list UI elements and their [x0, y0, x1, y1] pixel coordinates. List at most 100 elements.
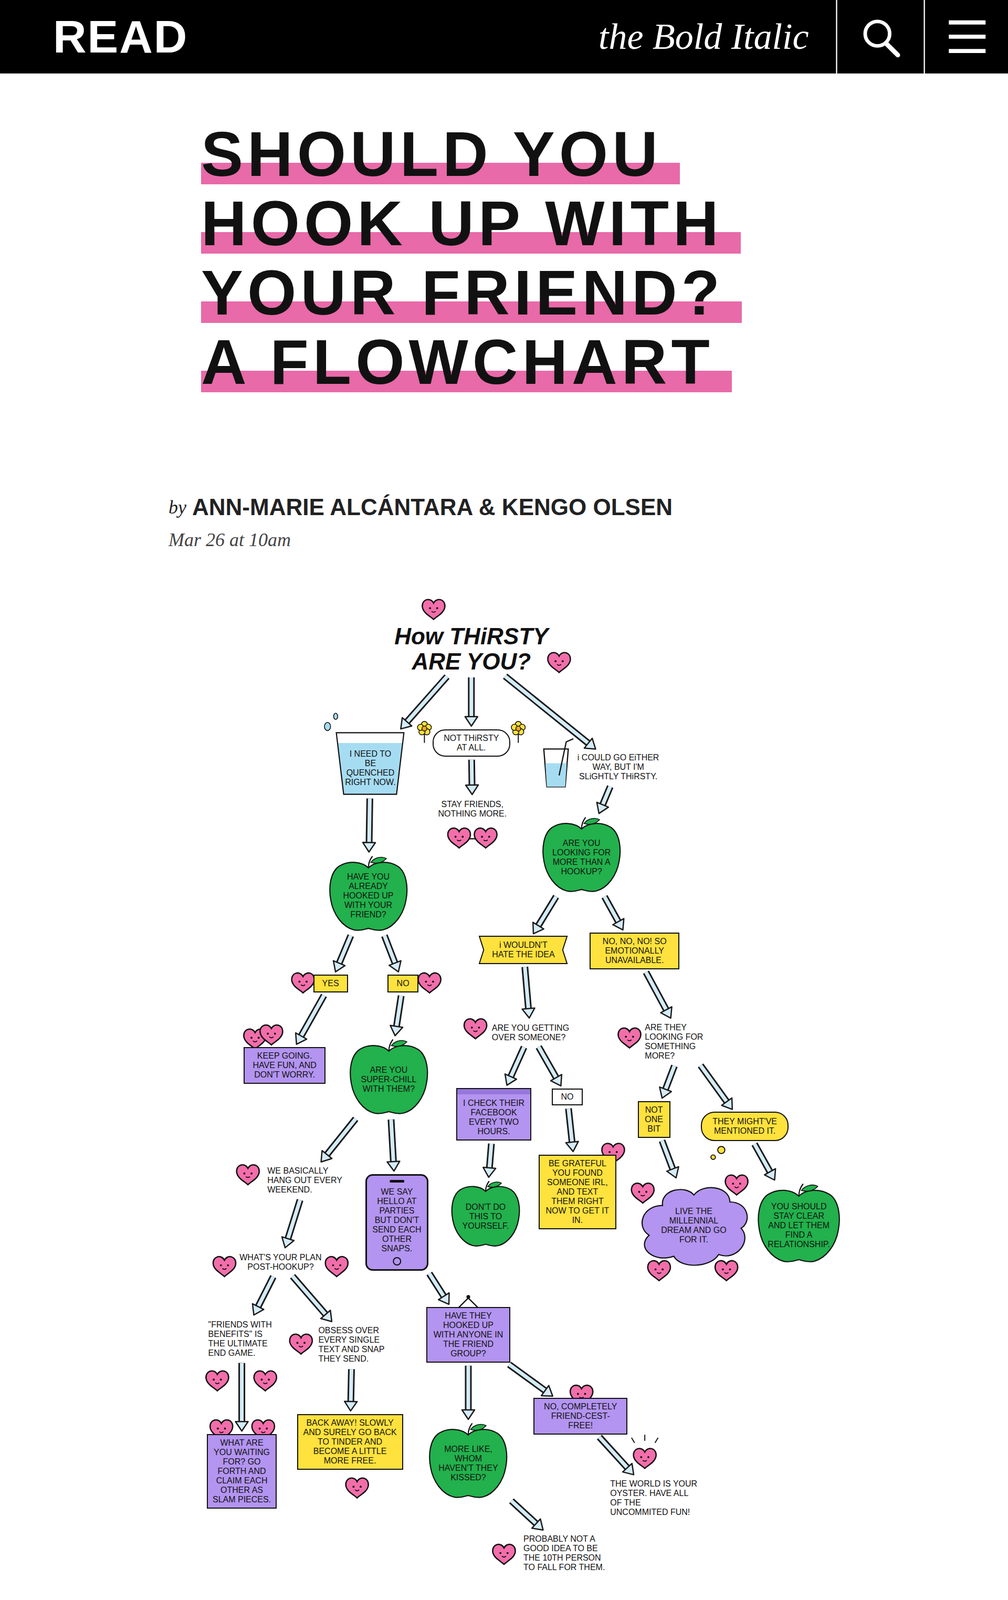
ribbon-body: [479, 936, 567, 964]
arrow-shaft: [509, 1363, 545, 1391]
flow-text: STAY FRIENDS, NOTHING MORE.: [429, 797, 516, 821]
node-text: LIVE THE MILLENNIAL DREAM AND GO FOR IT.: [656, 1206, 732, 1245]
flow-text: PROBABLY NOT A GOOD IDEA TO BE THE 10TH …: [521, 1531, 616, 1574]
yellow-box: NO: [387, 974, 418, 993]
node-text: NOT ONE BIT: [643, 1105, 666, 1134]
node-text: How THiRSTY ARE YOU?: [379, 623, 564, 675]
heart-character: [418, 972, 441, 993]
heart-character: [236, 1164, 260, 1185]
flower-icon: [511, 721, 525, 743]
apple-leaf: [487, 1181, 502, 1188]
purple-box: HAVE THEY HOOKED UP WITH ANYONE IN THE F…: [426, 1306, 510, 1363]
author-names: ANN-MARIE ALCÁNTARA & KENGO OLSEN: [192, 494, 673, 521]
node-text: OBSESS OVER EVERY SINGLE TEXT AND SNAP T…: [318, 1325, 386, 1364]
node-text: PROBABLY NOT A GOOD IDEA TO BE THE 10TH …: [523, 1534, 614, 1572]
arrow-shaft: [239, 1362, 244, 1422]
arrow-outline: [538, 896, 556, 926]
arrow-outline: [384, 935, 395, 963]
arrow-outline: [327, 1118, 356, 1155]
node-text: HAVE YOU ALREADY HOOKED UP WITH YOUR FRI…: [338, 872, 399, 920]
flow-arrow: [505, 1046, 524, 1086]
small-glass-water: [545, 763, 567, 787]
arrow-outline: [525, 966, 529, 1009]
publish-date: Mar 26 at 10am: [168, 526, 291, 553]
arrow-outline: [604, 896, 618, 922]
flow-arrow: [362, 798, 376, 853]
flow-text: OBSESS OVER EVERY SINGLE TEXT AND SNAP T…: [316, 1323, 388, 1366]
arrow-outline: [489, 1143, 492, 1168]
water-splash: [333, 712, 338, 720]
flow-arrow: [292, 1275, 332, 1321]
node-text: WHAT ARE YOU WAITING FOR? GO FORTH AND C…: [212, 1437, 271, 1505]
flow-text: i COULD GO EiTHER WAY, BUT I'M SLiGHTLY …: [571, 750, 666, 784]
apple-decision: MORE LIKE, WHOM HAVEN'T THEY KISSED?: [427, 1422, 509, 1500]
arrow-head: [660, 1006, 672, 1018]
arrow-head: [596, 802, 609, 814]
node-text: NOT THiRSTY AT ALL.: [437, 733, 506, 753]
sparkle: [655, 1437, 659, 1443]
flow-arrow: [522, 966, 535, 1018]
node-text: KEEP GOING. HAVE FUN, AND DON'T WORRY.: [248, 1051, 320, 1080]
flow-arrow: [429, 1273, 450, 1305]
flow-arrow: [532, 896, 556, 934]
flow-arrow: [321, 1118, 356, 1162]
arrow-head: [465, 784, 479, 795]
outlined-pill: NOT THiRSTY AT ALL.: [432, 729, 511, 757]
arrow-shaft: [301, 995, 324, 1036]
menu-icon: [948, 48, 986, 54]
arrow-outline: [391, 1119, 394, 1162]
flow-arrow: [281, 1199, 301, 1248]
node-text: WE BASICALLY HANG OUT EVERY WEEKEND.: [267, 1166, 345, 1195]
arrow-head: [252, 1303, 264, 1315]
node-text: NO: [392, 978, 413, 989]
arrow-shaft: [406, 676, 447, 722]
heart-character: [547, 652, 571, 673]
apple-decision: DON'T DO THIS TO YOURSELF.: [449, 1180, 522, 1248]
flow-arrow: [333, 935, 351, 972]
arrow-head: [532, 921, 544, 934]
flow-text: ARE THEY LOOKING FOR SOMETHING MORE?: [642, 1020, 724, 1063]
arrow-head: [333, 960, 345, 972]
node-text: "FRIENDS WITH BENEFITS" IS THE ULTIMATE …: [208, 1319, 276, 1358]
page-title: SHOULD YOU HOOK UP WITH YOUR FRIEND? A F…: [201, 118, 742, 397]
arrow-shaft: [602, 786, 611, 805]
yellow-box: NO, NO, NO! SO EMOTIONALLY UNAVAILABLE.: [589, 932, 680, 970]
yellow-box: BE GRATEFUL YOU FOUND SOMEONE IRL, AND T…: [538, 1154, 617, 1230]
node-text: NO, COMPLETELY FRIEND-CEST-FREE!: [538, 1401, 623, 1431]
arrow-shaft: [604, 896, 618, 922]
glass-outline: [336, 732, 405, 794]
heart-character: [725, 1174, 749, 1195]
heart-character: [259, 1024, 283, 1045]
arrow-shaft: [350, 1368, 352, 1402]
flow-arrow: [659, 1065, 675, 1098]
arrow-head: [764, 1168, 776, 1181]
arrow-shaft: [754, 1143, 771, 1172]
flow-arrow: [390, 995, 403, 1036]
arrow-outline: [301, 995, 324, 1036]
glass-water: [337, 742, 403, 795]
heart-character: [647, 1260, 671, 1281]
arrow-head: [531, 1518, 543, 1530]
flow-arrow: [344, 1368, 357, 1411]
arrow-shaft: [258, 1276, 274, 1307]
arrow-head: [659, 1086, 671, 1098]
arrow-outline: [505, 676, 588, 744]
arrow-head: [295, 1032, 307, 1045]
purple-box: NO, COMPLETELY FRIEND-CEST-FREE!: [533, 1397, 628, 1435]
yellow-box: YES: [313, 974, 349, 993]
apple-body: [329, 862, 407, 931]
ribbon-banner: i WOULDN'T HATE THE IDEA: [479, 936, 567, 964]
arrow-head: [281, 1236, 294, 1248]
arrow-shaft: [510, 1046, 524, 1077]
node-text: ARE YOU LOOKING FOR MORE THAN A HOOKUP?: [551, 838, 612, 877]
water-splash: [324, 722, 331, 731]
purple-box: WHAT ARE YOU WAITING FOR? GO FORTH AND C…: [206, 1433, 277, 1509]
arrow-shaft: [396, 995, 402, 1026]
flow-arrow: [465, 677, 478, 727]
flow-arrow: [662, 1140, 679, 1178]
arrow-outline: [509, 1363, 545, 1391]
arrow-outline: [396, 995, 402, 1026]
flow-text: "FRIENDS WITH BENEFITS" IS THE ULTIMATE …: [206, 1317, 278, 1360]
flow-arrow: [295, 995, 324, 1045]
thought-dot: [710, 1154, 716, 1160]
